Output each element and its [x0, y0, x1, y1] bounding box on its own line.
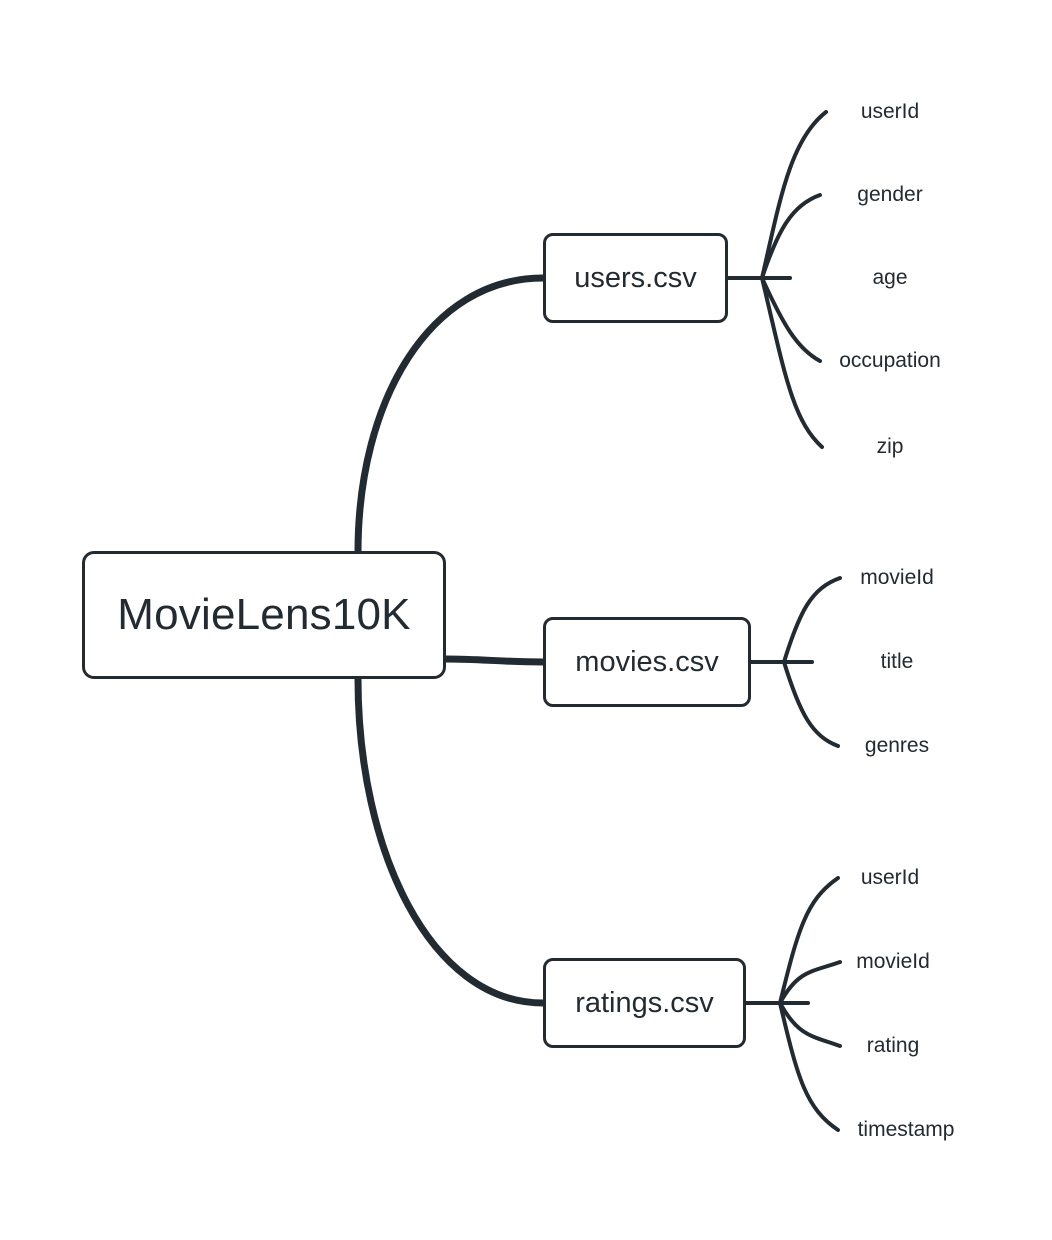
- mindmap-branch-ratings[interactable]: ratings.csv: [543, 958, 746, 1048]
- edge-users-to-occupation: [760, 276, 822, 363]
- edge-ratings-to-rating: [778, 1001, 842, 1048]
- leaf-movies-movieid: movieId: [860, 566, 934, 589]
- mindmap-branch-users[interactable]: users.csv: [543, 233, 728, 323]
- branch-label-ratings: ratings.csv: [575, 986, 714, 1019]
- edge-users-to-gender: [760, 193, 822, 280]
- edge-ratings-to-userid: [778, 876, 840, 1005]
- edge-ratings-to-movieid: [778, 960, 842, 1005]
- leaf-users-occupation: occupation: [839, 349, 941, 372]
- edge-root-to-users: [354, 274, 547, 556]
- edge-users-to-userid: [760, 110, 828, 280]
- leaf-users-userid: userId: [860, 100, 920, 123]
- edge-users-to-zip: [760, 276, 824, 449]
- edge-root-to-movies: [442, 655, 547, 666]
- mindmap-root-node[interactable]: MovieLens10K: [82, 551, 446, 679]
- branch-label-users: users.csv: [574, 261, 697, 294]
- edge-root-to-ratings: [354, 675, 547, 1007]
- leaf-movies-genres: genres: [864, 734, 930, 757]
- branch-label-movies: movies.csv: [575, 645, 719, 678]
- edge-movies-to-genres: [782, 660, 840, 748]
- leaf-ratings-rating: rating: [866, 1034, 920, 1057]
- edge-ratings-to-timestamp: [778, 1001, 840, 1132]
- edge-movies-to-movieid: [782, 576, 842, 664]
- leaf-users-gender: gender: [857, 183, 923, 206]
- leaf-users-age: age: [872, 266, 908, 289]
- root-node-label: MovieLens10K: [117, 590, 411, 639]
- leaf-ratings-movieid: movieId: [856, 950, 930, 973]
- mindmap-branch-movies[interactable]: movies.csv: [543, 617, 751, 707]
- leaf-ratings-timestamp: timestamp: [857, 1118, 955, 1141]
- leaf-movies-title: title: [880, 650, 914, 673]
- leaf-ratings-userid: userId: [860, 866, 920, 889]
- leaf-users-zip: zip: [876, 435, 904, 458]
